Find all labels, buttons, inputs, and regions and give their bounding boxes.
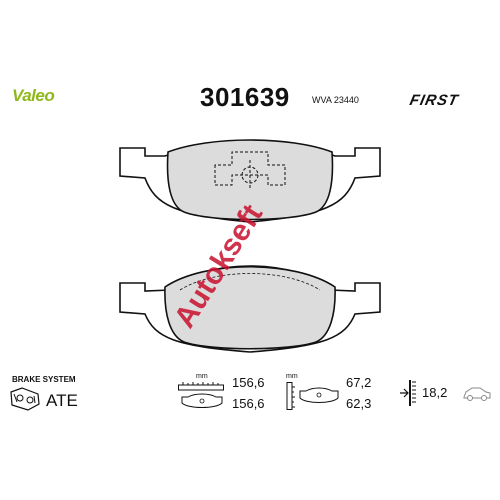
- pad-outline-icon-width: [181, 393, 223, 408]
- wva-label: WVA: [312, 95, 332, 105]
- wva-number: WVA 23440: [312, 95, 359, 105]
- caliper-icon: [10, 387, 40, 411]
- width-value-1: 156,6: [232, 375, 265, 390]
- height-unit: mm: [286, 373, 298, 380]
- upper-clip: [214, 151, 286, 190]
- width-ruler-icon: [178, 382, 224, 391]
- pad-outline-icon-height: [299, 387, 339, 403]
- lower-inner-contour: [179, 273, 321, 291]
- height-value-1: 67,2: [346, 375, 372, 390]
- brand-logo: Valeo: [12, 86, 55, 105]
- height-ruler-icon: [286, 382, 295, 410]
- brake-pad-drawing: Autokseft: [119, 139, 381, 353]
- brake-system-value: ATE: [46, 391, 78, 410]
- width-unit: mm: [196, 373, 208, 380]
- wva-value: 23440: [333, 95, 359, 105]
- width-value-2: 156,6: [232, 396, 265, 411]
- height-value-2: 62,3: [346, 396, 372, 411]
- product-line-logo: FIRST: [408, 92, 461, 109]
- thickness-icon: [400, 380, 416, 406]
- brake-system-label: BRAKE SYSTEM: [12, 375, 76, 384]
- lower-friction-material: [164, 265, 336, 350]
- thickness-value: 18,2: [422, 385, 448, 400]
- upper-friction-material: [166, 139, 334, 221]
- part-number: 301639: [200, 82, 290, 112]
- car-rear-icon: [463, 387, 491, 401]
